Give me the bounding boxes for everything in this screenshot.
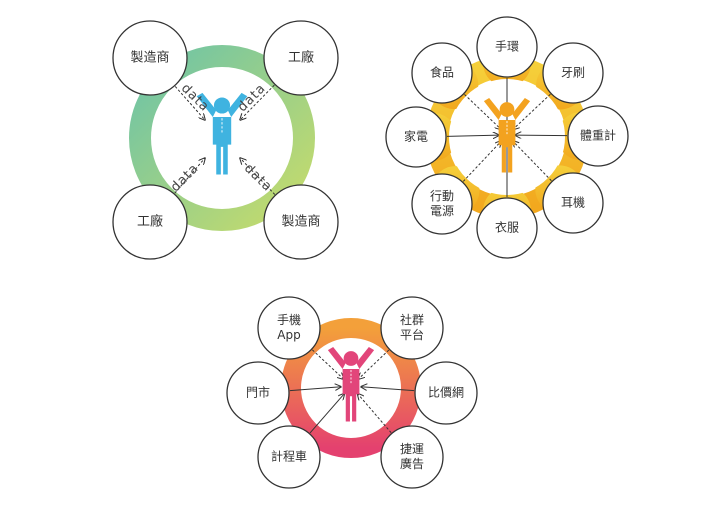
- figure-body: [498, 120, 516, 173]
- node-label: 計程車: [271, 449, 307, 464]
- node-0-1: 工廠: [263, 20, 339, 96]
- node-2-3: 比價網: [414, 361, 478, 425]
- figure-body: [212, 117, 232, 175]
- person-figure-icon: [327, 346, 375, 422]
- node-label: App: [277, 328, 300, 342]
- arrow: [361, 387, 415, 392]
- arrow: [240, 158, 276, 195]
- node-circle: [112, 20, 188, 96]
- node-circle: [380, 296, 444, 360]
- figure-body: [342, 369, 360, 422]
- node-label: 工廠: [288, 50, 314, 66]
- node-circle: [411, 173, 473, 235]
- node-2-2: 門市: [226, 361, 290, 425]
- node-circle: [385, 106, 447, 168]
- arrow: [513, 93, 551, 129]
- node-1-7: 食品: [411, 42, 473, 104]
- node-label: 製造商: [130, 51, 169, 66]
- node-label: 社群: [400, 312, 424, 327]
- node-label: 行動: [430, 189, 454, 203]
- arrow: [240, 84, 275, 120]
- node-label: 廣告: [400, 457, 424, 471]
- node-circle: [542, 42, 604, 104]
- arrows-d3: [289, 349, 415, 434]
- node-circle: [476, 16, 538, 78]
- node-label: 平台: [400, 327, 424, 342]
- figure-left-arm: [483, 97, 502, 120]
- arrows-d1: [174, 84, 276, 195]
- node-label: 手機: [277, 312, 301, 327]
- arrow: [462, 141, 501, 182]
- node-1-1: 牙刷: [542, 42, 604, 104]
- node-circle: [476, 197, 538, 259]
- figure-left-arm: [327, 346, 346, 369]
- node-0-2: 工廠: [112, 184, 188, 260]
- arrows-d2: [446, 78, 568, 197]
- node-circle: [263, 20, 339, 96]
- node-1-4: 衣服: [476, 197, 538, 259]
- node-circle: [263, 184, 339, 260]
- node-label: 家電: [404, 129, 428, 144]
- person-figure-icon: [196, 92, 248, 175]
- node-label: 製造商: [281, 215, 320, 230]
- figure-head: [343, 351, 359, 366]
- node-label: 耳機: [561, 195, 585, 210]
- data-label: data: [168, 161, 202, 195]
- node-label: 手環: [495, 40, 519, 54]
- node-label: 牙刷: [561, 66, 585, 80]
- arrow: [446, 135, 499, 136]
- node-label: 衣服: [495, 220, 519, 235]
- arrow: [513, 141, 552, 182]
- node-circle: [567, 105, 629, 167]
- arrow: [312, 349, 343, 379]
- figure-right-arm: [512, 97, 531, 120]
- arrow: [289, 387, 341, 392]
- data-label: data: [235, 81, 269, 115]
- node-label: 比價網: [428, 386, 464, 400]
- node-2-4: 計程車: [257, 425, 321, 489]
- node-1-0: 手環: [476, 16, 538, 78]
- node-circle: [257, 425, 321, 489]
- node-circle: [112, 184, 188, 260]
- figure-head: [213, 97, 231, 114]
- node-0-0: 製造商: [112, 20, 188, 96]
- node-1-3: 耳機: [542, 172, 604, 234]
- node-circle: [380, 425, 444, 489]
- node-label: 體重計: [580, 128, 616, 143]
- arrow: [309, 394, 344, 434]
- node-circle: [542, 172, 604, 234]
- figure-left-arm: [196, 92, 217, 117]
- node-label: 工廠: [137, 214, 163, 230]
- node-label: 門市: [246, 385, 270, 400]
- node-1-6: 家電: [385, 106, 447, 168]
- node-label: 食品: [430, 65, 454, 80]
- person-figure-icon: [483, 97, 531, 173]
- figure-right-arm: [356, 346, 375, 369]
- node-0-3: 製造商: [263, 184, 339, 260]
- node-circle: [226, 361, 290, 425]
- node-label: 捷運: [400, 442, 424, 456]
- arrow: [174, 158, 205, 194]
- ring-green: [129, 45, 315, 231]
- figure-right-arm: [227, 92, 248, 117]
- data-label: data: [178, 81, 212, 115]
- arrow: [464, 94, 501, 129]
- figure-head: [499, 102, 515, 117]
- node-circle: [411, 42, 473, 104]
- ring-pink: [281, 318, 421, 458]
- node-circle: [257, 296, 321, 360]
- node-1-2: 體重計: [567, 105, 629, 167]
- arrow: [515, 135, 568, 136]
- node-circle: [414, 361, 478, 425]
- node-label: 電源: [430, 204, 454, 218]
- arrow: [174, 86, 205, 120]
